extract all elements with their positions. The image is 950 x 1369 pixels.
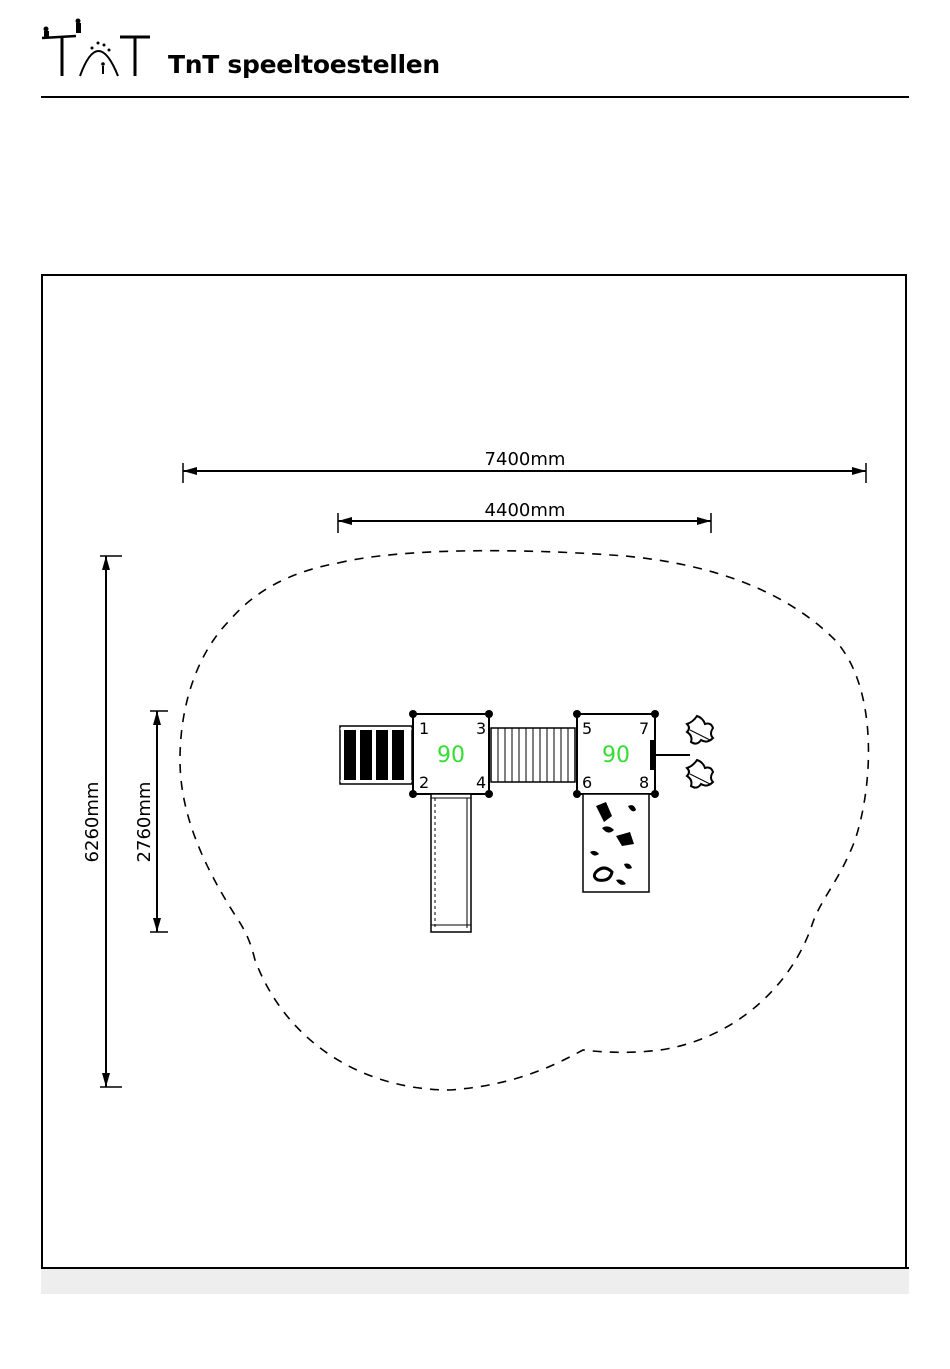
slide <box>431 794 471 932</box>
platform-left: 1 3 2 4 90 <box>409 710 493 798</box>
corner-label: 4 <box>476 773 486 792</box>
ladder <box>340 726 412 784</box>
corner-label: 6 <box>582 773 592 792</box>
corner-label: 8 <box>639 773 649 792</box>
leaf-panel-icon <box>687 716 713 788</box>
dimension-platform-width-label: 4400mm <box>485 500 566 521</box>
corner-label: 5 <box>582 719 592 738</box>
tunnel-bridge <box>491 728 575 782</box>
platform-right: 5 7 6 8 90 <box>573 710 659 798</box>
platform-height-label: 90 <box>437 743 465 768</box>
corner-label: 7 <box>639 719 649 738</box>
safety-zone-outline <box>180 551 868 1090</box>
corner-label: 2 <box>419 773 429 792</box>
dimension-platform-depth: 2760mm <box>134 711 168 932</box>
platform-height-label: 90 <box>602 743 630 768</box>
dimension-platform-width: 4400mm <box>338 500 711 533</box>
climbing-wall <box>583 794 649 892</box>
dimension-total-depth: 6260mm <box>82 556 122 1087</box>
dimension-total-width-label: 7400mm <box>485 449 566 470</box>
corner-label: 3 <box>476 719 486 738</box>
dimension-platform-depth-label: 2760mm <box>134 782 155 863</box>
corner-label: 1 <box>419 719 429 738</box>
dimension-total-width: 7400mm <box>183 449 866 483</box>
dimension-total-depth-label: 6260mm <box>82 782 103 863</box>
